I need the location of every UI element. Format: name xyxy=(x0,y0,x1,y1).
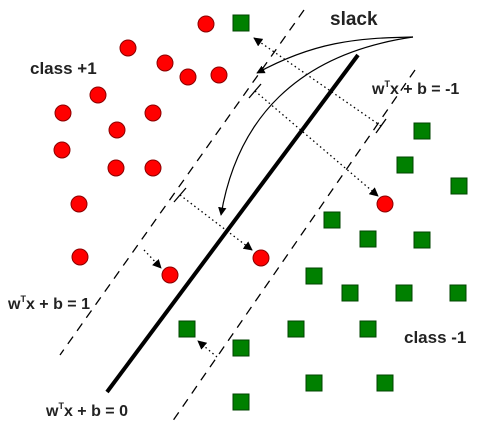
negative-point xyxy=(287,320,305,338)
negative-point xyxy=(359,320,377,338)
positive-point xyxy=(119,39,137,57)
margin-line-negative xyxy=(169,69,416,426)
negative-point xyxy=(450,177,468,195)
negative-point xyxy=(395,284,413,302)
positive-class-points xyxy=(53,15,394,284)
negative-point xyxy=(376,374,394,392)
slack-pointer-arrows xyxy=(218,36,414,216)
slack-connector-green-lower xyxy=(197,340,218,358)
positive-point xyxy=(54,104,72,122)
slack-connector-green-top xyxy=(253,37,382,127)
equation-zero-superscript: T xyxy=(58,401,64,411)
positive-point xyxy=(89,86,107,104)
negative-point xyxy=(232,339,250,357)
positive-point-slack xyxy=(252,249,270,267)
equation-zero-w: w xyxy=(45,403,59,420)
equation-negative-rest: x + b = -1 xyxy=(390,81,459,98)
negative-point-slack xyxy=(178,320,196,338)
slack-connector-green-top-tick xyxy=(375,118,387,134)
positive-point xyxy=(210,66,228,84)
slack-connector-red-right xyxy=(254,90,379,197)
positive-point xyxy=(156,54,174,72)
class-positive-label: class +1 xyxy=(30,59,97,78)
positive-point xyxy=(108,121,126,139)
negative-point xyxy=(305,374,323,392)
slack-arrow-upper xyxy=(256,36,414,74)
slack-connectors xyxy=(143,37,387,358)
positive-point-slack xyxy=(161,266,179,284)
negative-point-slack xyxy=(232,14,250,32)
equation-negative-superscript: T xyxy=(384,79,390,89)
equation-negative-margin: wTx + b = -1 xyxy=(371,79,459,98)
positive-point xyxy=(71,248,89,266)
slack-arrow-lower xyxy=(218,36,414,216)
slack-label: slack xyxy=(330,9,378,30)
decision-boundary-line xyxy=(105,53,360,394)
positive-point xyxy=(144,104,162,122)
negative-point xyxy=(449,284,467,302)
equation-zero-rest: x + b = 0 xyxy=(64,403,128,420)
negative-class-points xyxy=(178,14,468,411)
equation-negative-w: w xyxy=(371,81,385,98)
class-negative-label: class -1 xyxy=(404,328,466,347)
equation-positive-w: w xyxy=(7,296,21,313)
negative-point xyxy=(359,230,377,248)
positive-point xyxy=(53,141,71,159)
positive-point xyxy=(197,15,215,33)
slack-connector-red-right-tick xyxy=(248,83,262,99)
negative-point xyxy=(323,211,341,229)
negative-point xyxy=(305,267,323,285)
negative-point xyxy=(413,231,431,249)
negative-point xyxy=(232,393,250,411)
negative-point xyxy=(413,122,431,140)
positive-point xyxy=(144,159,162,177)
negative-point xyxy=(396,156,414,174)
equation-positive-superscript: T xyxy=(20,294,26,304)
slack-connector-red-lower xyxy=(143,249,162,269)
positive-point-slack xyxy=(376,195,394,213)
negative-point xyxy=(341,284,359,302)
positive-point xyxy=(107,159,125,177)
equation-decision-boundary: wTx + b = 0 xyxy=(45,401,128,420)
slack-connector-red-middle-tick xyxy=(173,187,187,203)
equation-positive-rest: x + b = 1 xyxy=(26,296,90,313)
equation-positive-margin: wTx + b = 1 xyxy=(7,294,90,313)
positive-point xyxy=(70,195,88,213)
slack-connector-red-middle xyxy=(179,194,253,251)
positive-point xyxy=(179,68,197,86)
